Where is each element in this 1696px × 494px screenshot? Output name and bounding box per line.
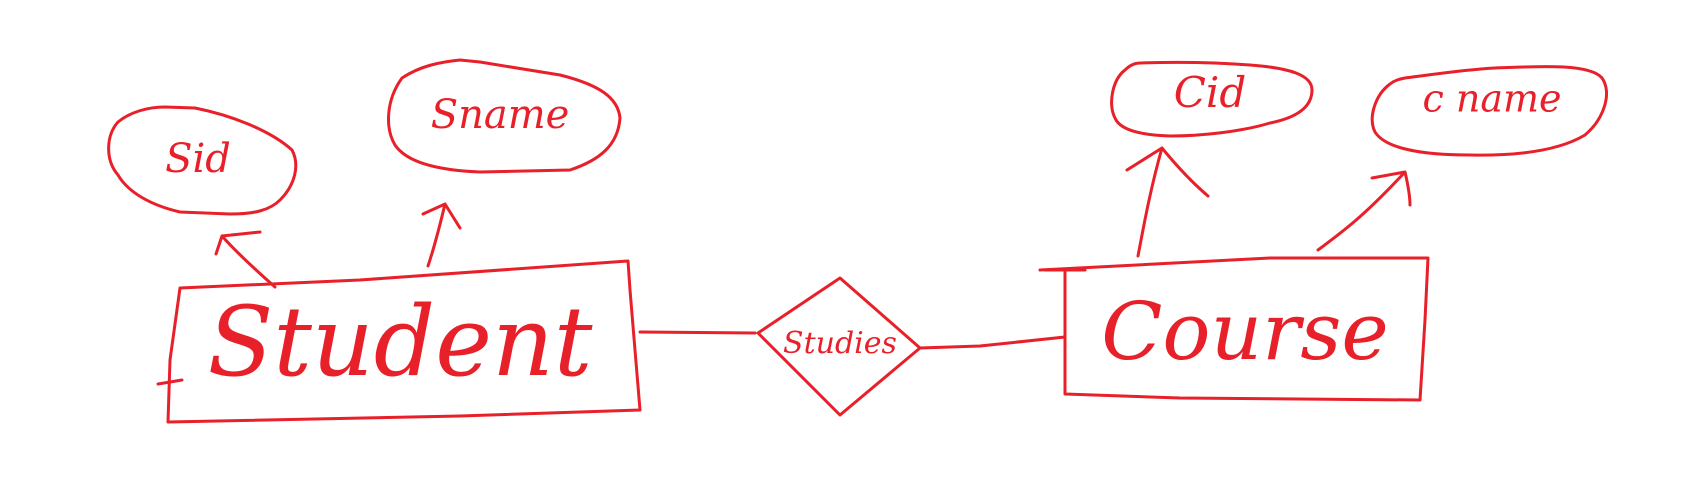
relationship-studies-label: Studies — [783, 326, 897, 361]
entity-course-box — [1038, 256, 1430, 402]
arrow-sname — [421, 202, 462, 268]
attribute-sname-label: Sname — [431, 92, 570, 138]
attribute-cid-label: Cid — [1174, 68, 1246, 117]
attribute-cname-ellipse — [1370, 65, 1608, 157]
entity-course-label: Course — [1101, 285, 1389, 378]
attribute-sid-label: Sid — [165, 136, 231, 182]
student-underline-stroke — [156, 378, 184, 386]
link-student-studies — [638, 330, 757, 335]
attribute-sid-ellipse — [107, 105, 298, 216]
attribute-cid-ellipse — [1110, 60, 1314, 138]
arrow-cname — [1316, 170, 1412, 252]
attribute-cname-label: c name — [1422, 77, 1561, 121]
attribute-sname-ellipse — [387, 58, 622, 174]
link-studies-course — [918, 335, 1067, 350]
entity-student-label: Student — [208, 286, 593, 398]
arrow-sid — [214, 230, 277, 289]
arrow-cid — [1125, 146, 1210, 258]
